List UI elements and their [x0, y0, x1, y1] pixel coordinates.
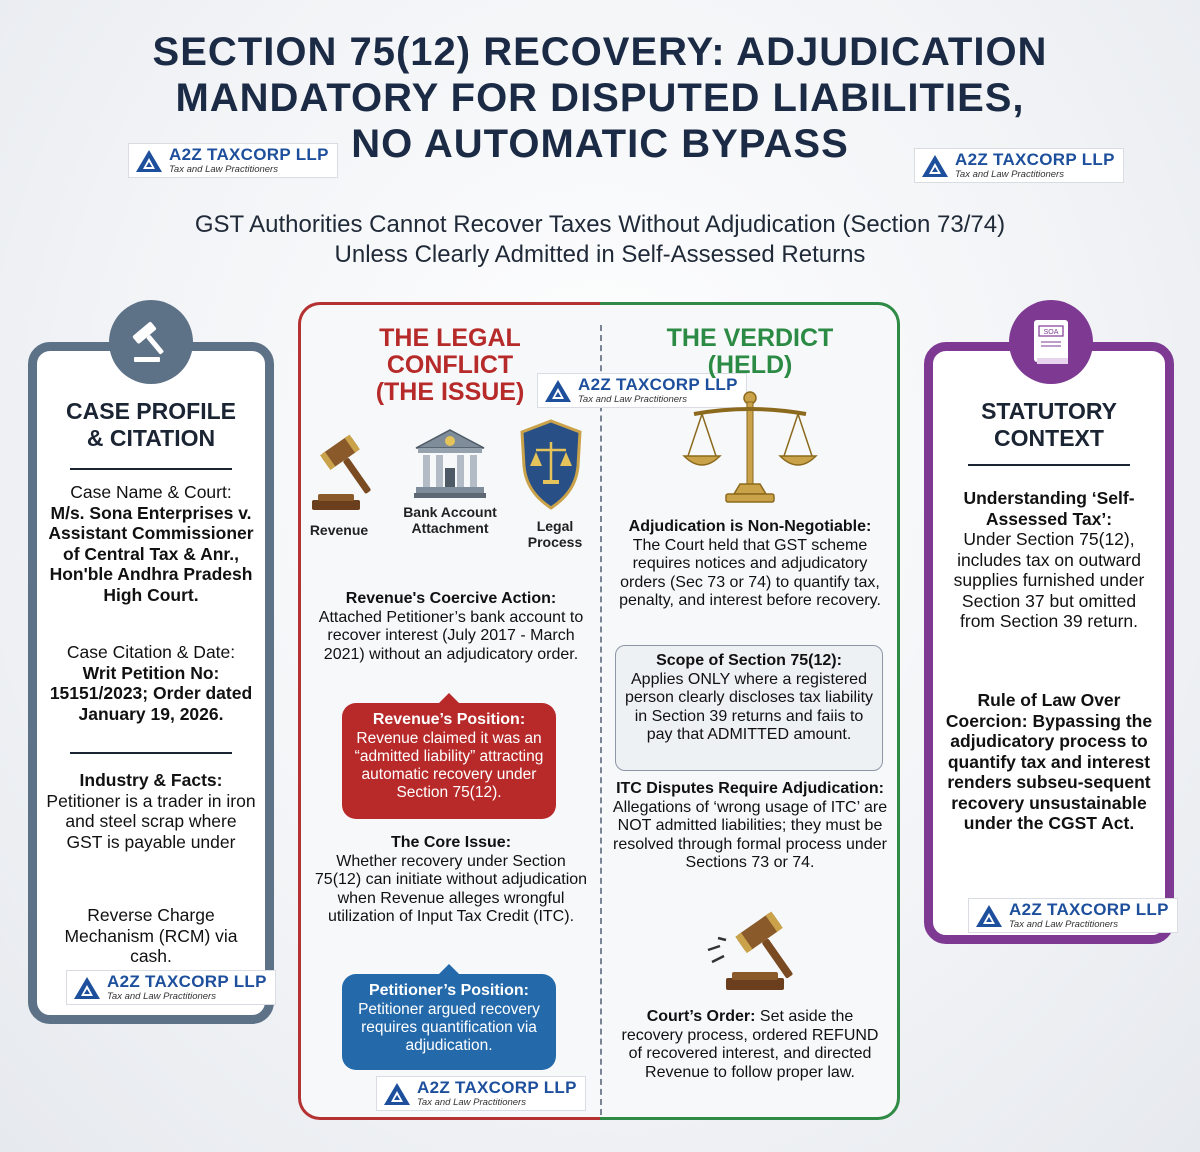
- self-assessed-tax: Understanding ‘Self-Assessed Tax’: Under…: [953, 488, 1145, 631]
- rule-of-law: Rule of Law Over Coercion: Bypassing the…: [945, 690, 1153, 833]
- scope-section: Scope of Section 75(12): Applies ONLY wh…: [624, 652, 874, 743]
- core-issue: The Core Issue: Whether recovery under S…: [314, 834, 588, 925]
- subtitle: GST Authorities Cannot Recover Taxes Wit…: [0, 210, 1200, 270]
- petitioner-position-bubble: Petitioner’s Position: Petitioner argued…: [342, 964, 556, 1070]
- title-line-1: SECTION 75(12) RECOVERY: ADJUDICATION: [152, 30, 1048, 74]
- verdict-heading: THE VERDICT (HELD): [666, 324, 834, 379]
- logo-name: A2Z TAXCORP LLP: [1009, 900, 1169, 919]
- center-divider: [600, 325, 602, 1115]
- logo-left-card: A2Z TAXCORP LLP Tax and Law Practitioner…: [66, 970, 276, 1005]
- logo-header-right: A2Z TAXCORP LLP Tax and Law Practitioner…: [914, 148, 1124, 183]
- gavel-badge: [109, 300, 193, 384]
- logo-triangle-icon: [74, 976, 100, 999]
- gavel-icon: [707, 911, 793, 990]
- case-profile-heading: CASE PROFILE & CITATION: [66, 398, 236, 451]
- book-icon: SOA: [1034, 320, 1068, 364]
- legal-conflict-border: [298, 302, 602, 1120]
- book-badge: SOA: [1009, 300, 1093, 384]
- book-label: SOA: [1044, 329, 1059, 336]
- logo-tagline: Tax and Law Practitioners: [955, 169, 1064, 180]
- subtitle-line-1: GST Authorities Cannot Recover Taxes Wit…: [194, 211, 1006, 238]
- logo-right-card: A2Z TAXCORP LLP Tax and Law Practitioner…: [968, 898, 1178, 933]
- gavel-icon: [312, 434, 371, 510]
- logo-center: A2Z TAXCORP LLP Tax and Law Practitioner…: [537, 373, 747, 408]
- courts-order: Court’s Order: Set aside the recovery pr…: [621, 1008, 879, 1081]
- title-line-3: NO AUTOMATIC BYPASS: [351, 122, 849, 166]
- logo-center-bottom: A2Z TAXCORP LLP Tax and Law Practitioner…: [376, 1076, 586, 1111]
- divider: [70, 752, 232, 754]
- logo-tagline: Tax and Law Practitioners: [578, 394, 687, 405]
- icon-label-legal: Legal Process: [527, 518, 583, 550]
- case-name: Case Name & Court: M/s. Sona Enterprises…: [48, 482, 254, 605]
- case-citation: Case Citation & Date: Writ Petition No: …: [49, 642, 253, 724]
- icon-label-bank: Bank Account Attachment: [403, 504, 497, 536]
- divider: [968, 464, 1130, 466]
- logo-name: A2Z TAXCORP LLP: [107, 972, 267, 991]
- logo-triangle-icon: [136, 149, 162, 172]
- adjudication-non-negotiable: Adjudication is Non-Negotiable: The Cour…: [619, 518, 881, 609]
- icon-label-revenue: Revenue: [309, 522, 369, 538]
- title-line-2: MANDATORY FOR DISPUTED LIABILITIES,: [175, 76, 1025, 120]
- logo-tagline: Tax and Law Practitioners: [169, 164, 278, 175]
- logo-tagline: Tax and Law Practitioners: [417, 1097, 526, 1108]
- logo-name: A2Z TAXCORP LLP: [578, 375, 738, 394]
- industry-facts-cont: Reverse Charge Mechanism (RCM) via cash.: [64, 905, 238, 966]
- divider: [70, 468, 232, 470]
- shield-scales-icon: [520, 419, 582, 510]
- itc-disputes: ITC Disputes Require Adjudication: Alleg…: [612, 780, 888, 871]
- industry-facts: Industry & Facts: Petitioner is a trader…: [46, 770, 256, 852]
- balance-scales-icon: [682, 391, 818, 503]
- statutory-context-heading: STATUTORY CONTEXT: [981, 398, 1117, 451]
- logo-triangle-icon: [545, 379, 571, 402]
- verdict-border: [600, 302, 900, 1120]
- coercive-action: Revenue's Coercive Action: Attached Peti…: [318, 590, 584, 663]
- logo-tagline: Tax and Law Practitioners: [107, 991, 216, 1002]
- revenue-position-bubble: Revenue’s Position: Revenue claimed it w…: [342, 693, 556, 819]
- logo-triangle-icon: [384, 1082, 410, 1105]
- logo-triangle-icon: [976, 904, 1002, 927]
- statutory-context-card: [924, 342, 1174, 944]
- logo-tagline: Tax and Law Practitioners: [1009, 919, 1118, 930]
- logo-name: A2Z TAXCORP LLP: [169, 145, 329, 164]
- logo-triangle-icon: [922, 154, 948, 177]
- bank-icon: [414, 429, 486, 498]
- gavel-icon: [132, 322, 164, 362]
- logo-name: A2Z TAXCORP LLP: [417, 1078, 577, 1097]
- logo-header-left: A2Z TAXCORP LLP Tax and Law Practitioner…: [128, 143, 338, 178]
- logo-name: A2Z TAXCORP LLP: [955, 150, 1115, 169]
- subtitle-line-2: Unless Clearly Admitted in Self-Assessed…: [334, 241, 866, 268]
- scope-box: [615, 645, 883, 771]
- legal-conflict-heading: THE LEGAL CONFLICT (THE ISSUE): [375, 324, 525, 406]
- page-title: SECTION 75(12) RECOVERY: ADJUDICATION MA…: [0, 30, 1200, 168]
